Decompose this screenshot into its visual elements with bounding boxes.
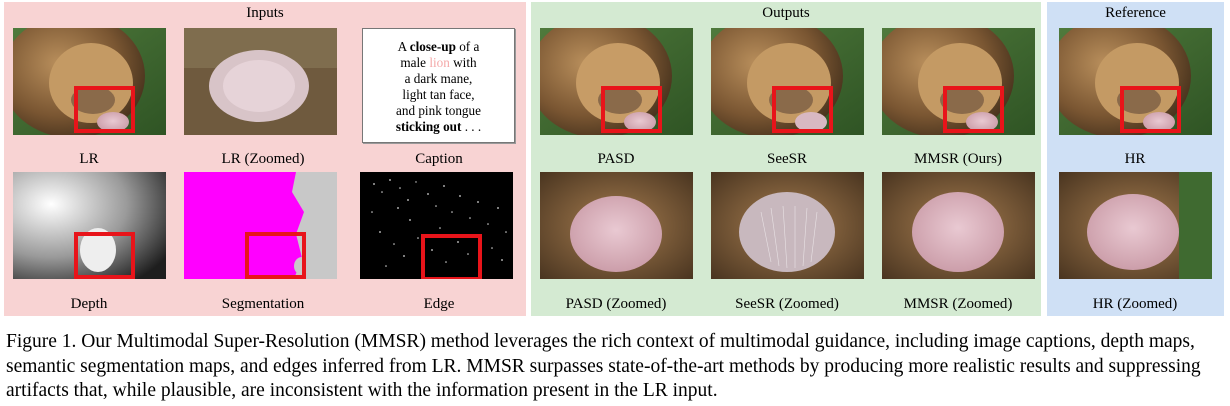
depth-label: Depth — [70, 296, 108, 312]
seesr-zoomed-label: SeeSR (Zoomed) — [735, 296, 839, 312]
hr-label: HR — [1124, 151, 1146, 167]
lr-zoomed-label: LR (Zoomed) — [221, 151, 305, 167]
reference-title: Reference — [1105, 5, 1166, 21]
lr-label: LR — [79, 151, 99, 167]
pasd-zoomed-image — [540, 172, 693, 279]
pasd-zoomed-label: PASD (Zoomed) — [565, 296, 667, 312]
figure-caption: Figure 1. Our Multimodal Super-Resolutio… — [6, 331, 1201, 401]
pasd-image — [540, 28, 693, 135]
inputs-title: Inputs — [246, 5, 284, 21]
lr-zoomed-image — [184, 28, 337, 135]
hr-image — [1059, 28, 1212, 135]
mmsr-image — [882, 28, 1035, 135]
seesr-label: SeeSR — [766, 151, 807, 167]
segmentation-label: Segmentation — [221, 296, 305, 312]
depth-image — [13, 172, 166, 279]
seesr-zoomed-image — [711, 172, 864, 279]
caption-text-box: A close-up of a male lion with a dark ma… — [362, 28, 515, 143]
edge-label: Edge — [423, 296, 455, 312]
outputs-title: Outputs — [762, 5, 810, 21]
mmsr-zoomed-image — [882, 172, 1035, 279]
mmsr-label: MMSR (Ours) — [914, 151, 1002, 167]
edge-image — [360, 172, 513, 279]
lr-image — [13, 28, 166, 135]
seesr-image — [711, 28, 864, 135]
mmsr-zoomed-label: MMSR (Zoomed) — [903, 296, 1013, 312]
hr-zoomed-label: HR (Zoomed) — [1092, 296, 1178, 312]
pasd-label: PASD — [597, 151, 635, 167]
caption-label: Caption — [415, 151, 463, 167]
hr-zoomed-image — [1059, 172, 1212, 279]
segmentation-image — [184, 172, 337, 279]
